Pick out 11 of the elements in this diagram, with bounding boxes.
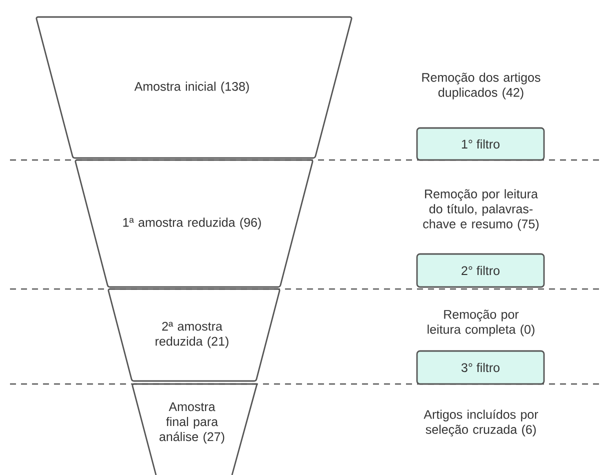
- filter-box: 2° filtro: [416, 253, 545, 288]
- funnel-stage: Amostra final para análise (27): [132, 383, 258, 475]
- note-text: Remoção dos artigos duplicados (42): [422, 72, 540, 100]
- funnel-stage: 2ª amostra reduzida (21): [108, 288, 280, 382]
- filter-box: 3° filtro: [416, 350, 545, 385]
- funnel-stage: 1ª amostra reduzida (96): [74, 159, 314, 288]
- funnel-stage: Amostra inicial (138): [36, 16, 352, 159]
- note-text: Remoção por leitura completa (0): [428, 310, 534, 336]
- note-text: Remoção por leitura do título, palavras-chave e resumo (75): [423, 189, 539, 231]
- filter-box: 1° filtro: [416, 127, 545, 161]
- note-text: Artigos incluídos por seleção cruzada (6): [424, 410, 538, 436]
